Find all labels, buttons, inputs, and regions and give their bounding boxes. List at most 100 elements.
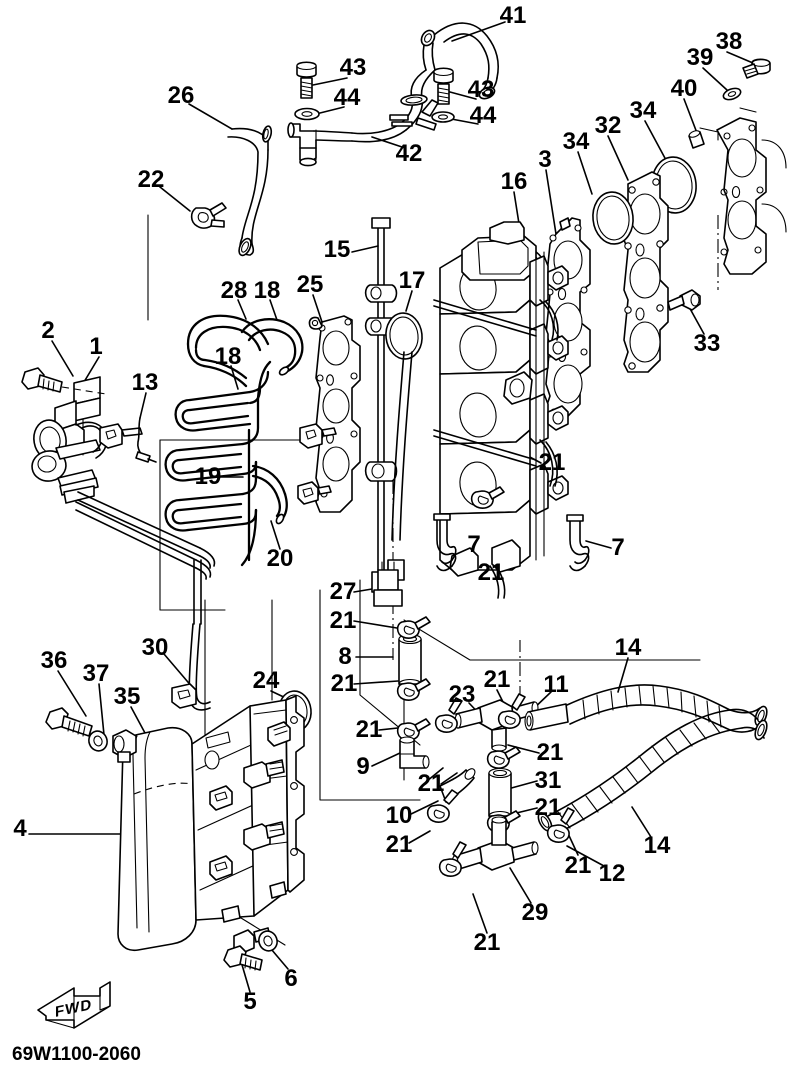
- callout-11: 11: [543, 671, 569, 698]
- callout-41: 41: [499, 2, 527, 29]
- part-9-elbow: [399, 736, 430, 769]
- part-2-bolt: [21, 367, 107, 395]
- part-41-hose: [420, 22, 500, 100]
- part-38-bolt: [742, 58, 771, 79]
- part-14-hose-upper: [566, 684, 768, 733]
- part-14-hose-lower: [537, 708, 768, 835]
- part-37-washer: [88, 730, 108, 752]
- part-27-connector: [373, 561, 403, 607]
- callout-21-f: 21: [536, 739, 564, 766]
- part-4-silencer-cover: [117, 695, 305, 955]
- part-20-hose: [251, 464, 288, 525]
- callout-21-g: 21: [355, 716, 383, 743]
- callout-17: 17: [398, 267, 426, 294]
- part-21-clamp-23a: [434, 697, 463, 733]
- callout-27: 27: [329, 578, 357, 605]
- part-25-bracket: [308, 315, 361, 513]
- callout-21-d: 21: [483, 666, 511, 693]
- callout-8: 8: [338, 643, 352, 670]
- part-28-hose: [186, 314, 270, 388]
- callout-20: 20: [266, 545, 294, 572]
- callout-25: 25: [296, 271, 324, 298]
- callout-19: 19: [194, 463, 222, 490]
- callout-21-h: 21: [417, 770, 445, 797]
- part-21-clamp-8-bot: [396, 678, 431, 701]
- part-8-tube: [398, 633, 422, 690]
- callout-21-b: 21: [477, 559, 505, 586]
- callout-39: 39: [686, 44, 714, 71]
- part-33-fitting: [667, 289, 701, 311]
- part-39-washer: [722, 87, 742, 101]
- callout-21-e: 21: [330, 670, 358, 697]
- engine-block-partial: [699, 107, 787, 275]
- callout-23: 23: [448, 681, 476, 708]
- part-18-hose-upper: [240, 318, 304, 376]
- callout-34-b: 34: [562, 128, 590, 155]
- part-7-hose-right: [566, 514, 590, 572]
- callout-21-j: 21: [385, 831, 413, 858]
- part-36-bolt: [45, 707, 93, 737]
- callout-43-left: 43: [339, 54, 367, 81]
- part-21-clamp-31-top: [486, 746, 521, 769]
- callout-38: 38: [715, 28, 743, 55]
- part-21-clamp-29b: [546, 807, 575, 843]
- part-21-clamp-9: [396, 718, 431, 741]
- part-21-clamp-10: [426, 789, 459, 823]
- callout-30: 30: [141, 634, 169, 661]
- callout-32: 32: [594, 112, 622, 139]
- callout-34-a: 34: [629, 97, 657, 124]
- callout-43-right: 43: [467, 76, 495, 103]
- part-35-collar: [112, 729, 137, 763]
- callout-10: 10: [385, 802, 413, 829]
- callout-2: 2: [41, 317, 55, 344]
- callout-31: 31: [534, 767, 562, 794]
- part-21-clamps-carb: [470, 486, 505, 509]
- callout-21-k: 21: [564, 852, 592, 879]
- part-30-rod: [171, 559, 211, 711]
- part-34-oring-left: [592, 191, 634, 245]
- part-44-washer-right: [431, 111, 455, 123]
- callout-37: 37: [82, 660, 110, 687]
- callout-13: 13: [131, 369, 159, 396]
- part-22-clamp: [190, 202, 227, 229]
- part-18-hose-mid: [174, 370, 270, 432]
- part-7-hose-left: [433, 513, 457, 572]
- part-10-hose: [439, 768, 476, 803]
- part-17-oring: [385, 312, 423, 360]
- part-11-hose: [524, 703, 569, 731]
- part-21-clamp-29a: [438, 841, 467, 877]
- callout-44-right: 44: [469, 102, 497, 129]
- part-31-tube: [488, 767, 512, 822]
- part-13-pin: [135, 417, 157, 463]
- callout-15: 15: [323, 236, 351, 263]
- bracket-clips: [297, 423, 337, 505]
- callout-3: 3: [538, 146, 552, 173]
- callout-14-a: 14: [614, 634, 642, 661]
- callout-33: 33: [693, 330, 721, 357]
- silencer-fittings: [204, 721, 291, 955]
- part-34-oring-right: [651, 156, 697, 214]
- part-21-clamp-8-top: [396, 616, 431, 639]
- callout-18-b: 18: [214, 343, 242, 370]
- callout-35: 35: [113, 683, 141, 710]
- callout-40: 40: [670, 75, 698, 102]
- callout-28: 28: [220, 277, 248, 304]
- part-32-gasket-plate: [623, 171, 669, 373]
- part-19-hose: [164, 360, 272, 567]
- callout-22: 22: [137, 166, 165, 193]
- callout-42: 42: [395, 140, 423, 167]
- callout-1: 1: [89, 333, 103, 360]
- callout-26: 26: [167, 82, 195, 109]
- callout-29: 29: [521, 899, 549, 926]
- part-5-bolt: [223, 945, 263, 971]
- part-3-manifold-plate: [545, 217, 591, 419]
- callout-7-a: 7: [467, 531, 481, 558]
- part-42-pipe: [287, 42, 439, 167]
- callout-36: 36: [40, 647, 68, 674]
- callout-24: 24: [252, 667, 280, 694]
- part-43-bolt-left: [296, 61, 317, 99]
- callout-44-left: 44: [333, 84, 361, 111]
- part-44-washer-left: [294, 107, 320, 121]
- callout-14-b: 14: [643, 832, 671, 859]
